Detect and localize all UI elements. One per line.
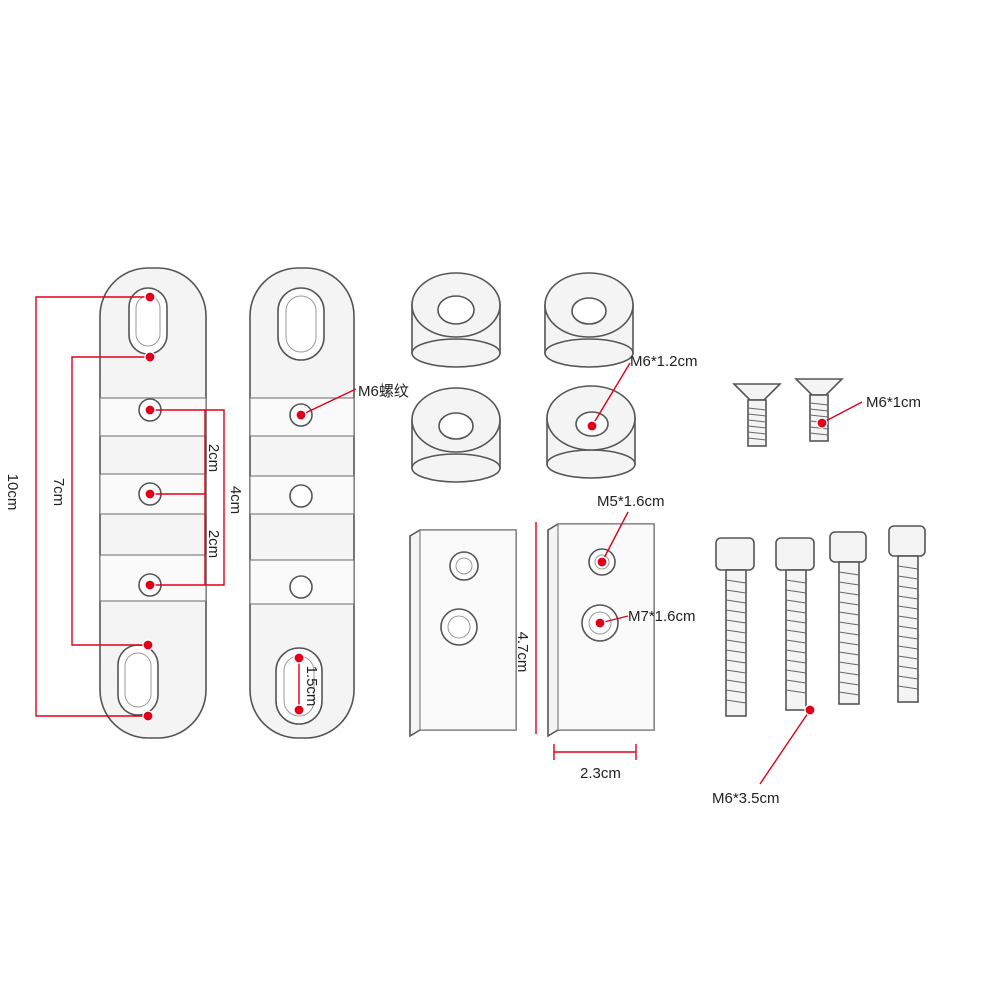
- leader-m6-thread: [300, 388, 357, 416]
- slot-top-right: [277, 287, 325, 361]
- label-7cm: 7cm: [50, 478, 67, 506]
- leader-flat-screw: [821, 401, 863, 424]
- label-m5-1-6cm: M5*1.6cm: [597, 493, 665, 510]
- annotation-dots: [142, 291, 828, 722]
- dimension-2-3cm: [553, 744, 637, 760]
- leader-m5: [601, 511, 629, 563]
- socket-bolt-1: [715, 537, 755, 717]
- label-2cm-lower: 2cm: [205, 530, 222, 558]
- label-m6-thread: M6螺纹: [358, 383, 409, 400]
- label-m6-1cm: M6*1cm: [866, 394, 921, 411]
- dimension-4cm: [152, 409, 225, 586]
- spacer-4: [546, 385, 636, 479]
- bracket-right: [249, 267, 355, 739]
- nut-block-right: [547, 523, 655, 738]
- socket-bolt-4: [888, 525, 926, 703]
- flat-head-screw-2: [794, 378, 844, 442]
- label-1-5cm: 1.5cm: [303, 666, 320, 707]
- leader-bolt: [759, 709, 811, 785]
- label-m7-1-6cm: M7*1.6cm: [628, 608, 696, 625]
- slot-bottom-left: [117, 644, 159, 716]
- dimension-2cm-pitch: [152, 410, 206, 585]
- leader-spacer: [591, 362, 631, 427]
- flat-head-screw-1: [732, 383, 782, 447]
- label-4-7cm: 4.7cm: [514, 632, 531, 673]
- socket-bolt-2: [775, 537, 815, 711]
- label-2-3cm: 2.3cm: [580, 765, 621, 782]
- label-2cm-upper: 2cm: [205, 444, 222, 472]
- label-4cm: 4cm: [227, 486, 244, 514]
- dimension-10cm: [35, 296, 150, 717]
- socket-bolt-3: [829, 531, 867, 705]
- nut-block-left: [409, 529, 517, 738]
- label-m6-1-2cm: M6*1.2cm: [630, 353, 698, 370]
- spacer-3: [411, 387, 501, 483]
- spacer-2: [544, 272, 634, 368]
- label-m6-3-5cm: M6*3.5cm: [712, 790, 780, 807]
- bracket-left: [99, 267, 207, 739]
- label-10cm: 10cm: [4, 474, 21, 511]
- spacer-1: [411, 272, 501, 368]
- dimension-7cm: [71, 356, 150, 646]
